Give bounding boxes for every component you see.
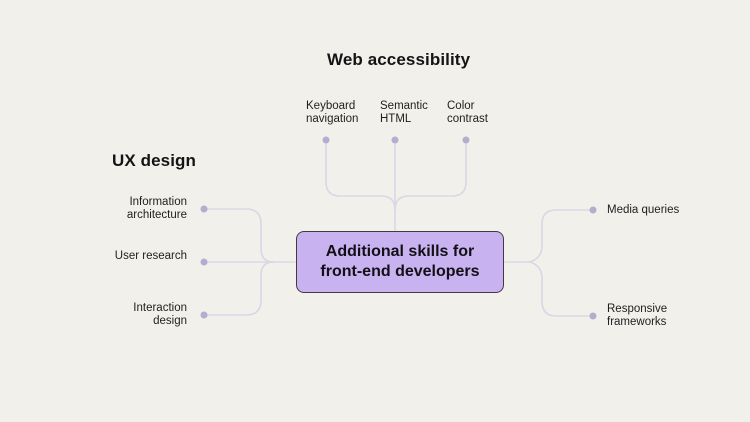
central-node: Additional skills for front-end develope… (296, 231, 504, 293)
dot-semantic-html (391, 136, 399, 144)
dot-color-contrast (462, 136, 470, 144)
connector-media-queries (529, 209, 591, 263)
dot-media-queries (589, 206, 597, 214)
central-node-title-line2: front-end developers (320, 263, 480, 280)
dot-interaction-design (200, 311, 208, 319)
branch-heading-web-accessibility: Web accessibility (327, 50, 471, 69)
dot-information-architecture (200, 205, 208, 213)
dot-responsive-frameworks (589, 312, 597, 320)
connector-responsive-frameworks (529, 261, 591, 317)
connector-keyboard-navigation (325, 143, 396, 211)
leaf-semantic-html: Semantic HTML (380, 100, 428, 125)
leaf-responsive-frameworks: Responsive frameworks (607, 303, 668, 328)
leaf-keyboard-navigation: Keyboard navigation (306, 100, 359, 125)
leaf-interaction-design: Interaction design (133, 302, 187, 327)
connector-interaction-design (206, 261, 274, 316)
central-node-title-line1: Additional skills for (325, 243, 475, 260)
connector-information-architecture (206, 208, 274, 263)
connector-color-contrast (394, 143, 467, 211)
branch-heading-ux-design: UX design (112, 151, 197, 170)
leaf-color-contrast: Color contrast (447, 100, 488, 125)
dot-keyboard-navigation (322, 136, 330, 144)
leaf-user-research: User research (114, 250, 187, 262)
leaf-information-architecture: Information architecture (126, 196, 187, 221)
dot-user-research (200, 258, 208, 266)
leaf-media-queries: Media queries (607, 204, 680, 216)
